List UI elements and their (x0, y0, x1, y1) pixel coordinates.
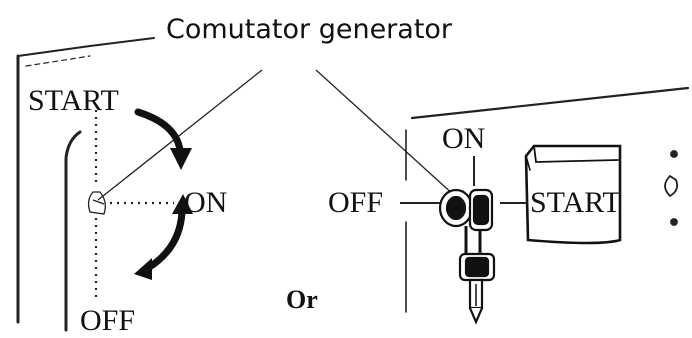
right-start-label: START (530, 186, 621, 219)
left-start-label: START (28, 84, 119, 117)
leader-lines (97, 69, 456, 201)
left-ignition-switch (87, 191, 106, 215)
left-position-guides (94, 110, 174, 300)
left-off-label: OFF (80, 304, 135, 337)
diagram-caption: Comutator generator (166, 14, 453, 45)
left-panel-outline (16, 37, 155, 332)
left-on-label: ON (184, 186, 227, 219)
side-clip-fixture (664, 150, 679, 226)
right-panel-outline (405, 86, 690, 313)
start-button-box (524, 144, 622, 245)
right-ignition-key-switch (438, 188, 494, 260)
right-on-label: ON (442, 122, 485, 155)
leader-line-right (315, 69, 456, 197)
rotation-arrow-on-to-off (134, 194, 193, 280)
rotation-arrow-start-to-on (134, 108, 192, 170)
right-label-connectors (400, 156, 528, 204)
key-fob (458, 252, 496, 325)
right-off-label: OFF (328, 186, 383, 219)
leader-line-left (97, 69, 263, 201)
or-separator-label: Or (286, 285, 318, 314)
